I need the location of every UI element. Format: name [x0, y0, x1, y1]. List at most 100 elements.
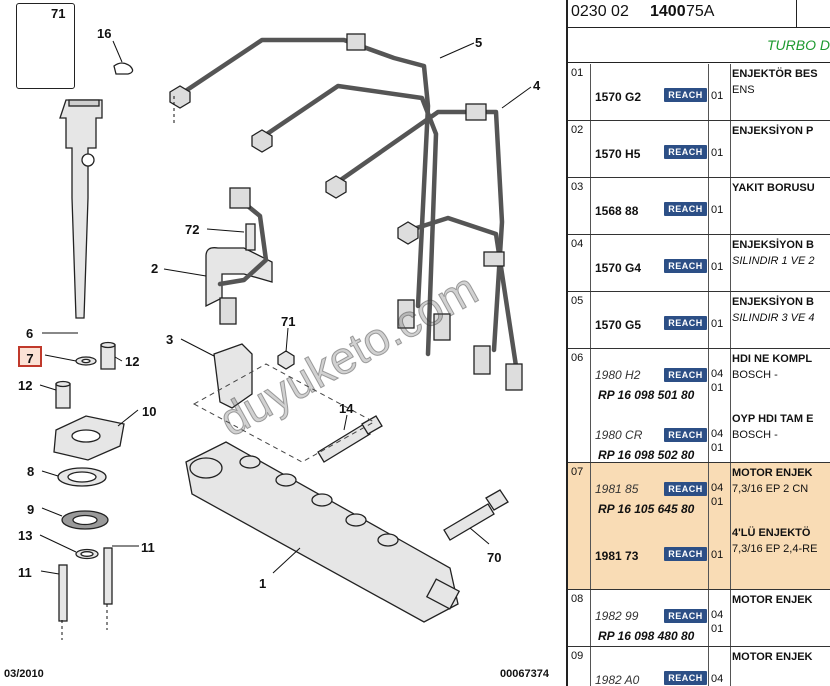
reach-badge: REACH	[664, 609, 707, 623]
callout-3[interactable]: 3	[166, 332, 173, 347]
screw-drawing-72	[245, 223, 256, 251]
group-title: TURBO D	[767, 37, 830, 53]
callout-7-selected[interactable]: 7	[18, 346, 42, 367]
part-code[interactable]: 1570 G4	[595, 261, 642, 275]
reach-badge: REACH	[664, 428, 707, 442]
description-cell: MOTOR ENJEK	[730, 590, 830, 646]
callout-9[interactable]: 9	[27, 502, 34, 517]
reach-badge: REACH	[664, 259, 707, 273]
group-title-row: TURBO D	[568, 28, 830, 63]
reference-nut-box: 71	[16, 3, 75, 89]
quantity: 01	[711, 261, 724, 273]
row-index: 09	[571, 650, 584, 662]
callout-6[interactable]: 6	[26, 326, 33, 341]
callout-5[interactable]: 5	[475, 35, 482, 50]
callout-14[interactable]: 14	[339, 401, 354, 416]
footer-date: 03/2010	[4, 668, 44, 680]
quantity: 04	[711, 609, 724, 621]
part-code[interactable]: 1980 CR	[595, 428, 643, 442]
clip-drawing-16	[113, 62, 134, 75]
part-description-detail: ENS	[732, 84, 755, 96]
callout-8[interactable]: 8	[27, 464, 34, 479]
callout-1[interactable]: 1	[259, 576, 266, 591]
part-code[interactable]: 1982 99	[595, 609, 639, 623]
reach-badge: REACH	[664, 145, 707, 159]
part-description: HDI NE KOMPL	[732, 353, 813, 365]
part-description: MOTOR ENJEK	[732, 651, 813, 663]
part-code[interactable]: 1981 85	[595, 482, 639, 496]
callout-10[interactable]: 10	[142, 404, 156, 419]
part-code[interactable]: 1570 G2	[595, 90, 642, 104]
callout-16[interactable]: 16	[97, 26, 111, 41]
part-code[interactable]: 1568 88	[595, 204, 639, 218]
fuel-rail-drawing	[185, 441, 459, 623]
callout-12-right[interactable]: 12	[125, 354, 139, 369]
quantity: 01	[711, 147, 724, 159]
row-index: 05	[571, 295, 584, 307]
callout-71[interactable]: 71	[281, 314, 295, 329]
quantity-cell: 04	[708, 647, 731, 686]
supplier-reference[interactable]: RP 16 098 501 80	[598, 388, 695, 402]
injector-drawing	[59, 99, 103, 319]
part-code[interactable]: 1982 A0	[595, 673, 640, 686]
part-code[interactable]: 1570 H5	[595, 147, 641, 161]
callout-13[interactable]: 13	[18, 528, 32, 543]
part-code[interactable]: 1570 G5	[595, 318, 642, 332]
sleeve-drawing-left	[55, 383, 71, 409]
callout-12-left[interactable]: 12	[18, 378, 32, 393]
part-description: MOTOR ENJEK	[732, 594, 813, 606]
part-code[interactable]: 1981 73	[595, 549, 639, 563]
supplier-reference[interactable]: RP 16 098 480 80	[598, 629, 695, 643]
row-index: 03	[571, 181, 584, 193]
quantity: 01	[711, 318, 724, 330]
quantity-cell: 01	[708, 121, 731, 177]
row-index-cell: 01	[568, 64, 591, 120]
part-code[interactable]: 1980 H2	[595, 368, 641, 382]
row-index-cell: 03	[568, 178, 591, 234]
quantity-secondary: 01	[711, 382, 724, 394]
part-code-cell: 1570 H5 REACH	[590, 121, 709, 177]
reach-badge: REACH	[664, 368, 707, 382]
sleeve-drawing-right	[100, 344, 116, 370]
header-divider	[796, 0, 797, 27]
pipe-drawing-3-short	[217, 195, 269, 287]
quantity-cell: 01	[708, 235, 731, 291]
callout-4[interactable]: 4	[533, 78, 541, 93]
reference-header: 0230 02 1400 75A	[568, 0, 830, 28]
part-description-detail: 7,3/16 EP 2 CN	[732, 483, 809, 495]
reach-badge: REACH	[664, 547, 707, 561]
parts-row-06[interactable]: 06 1980 H2 REACH RP 16 098 501 80 1980 CR REA…	[568, 349, 830, 463]
supplier-reference[interactable]: RP 16 105 645 80	[598, 502, 695, 516]
callout-11-right[interactable]: 11	[141, 540, 155, 555]
callout-2[interactable]: 2	[151, 261, 158, 276]
reference-part2: 1400	[650, 3, 686, 20]
row-index: 08	[571, 593, 584, 605]
supplier-reference[interactable]: RP 16 098 502 80	[598, 448, 695, 462]
row-index: 06	[571, 352, 584, 364]
callout-70[interactable]: 70	[487, 550, 501, 565]
callout-11-left[interactable]: 11	[18, 565, 32, 580]
row-index: 04	[571, 238, 584, 250]
quantity-secondary: 01	[711, 496, 724, 508]
callout-72[interactable]: 72	[185, 222, 199, 237]
description-cell: YAKIT BORUSU	[730, 178, 830, 234]
row-index-cell: 08	[568, 590, 591, 646]
clamp-drawing	[205, 247, 273, 308]
reference-part3: 75A	[686, 3, 715, 20]
row-index-cell: 05	[568, 292, 591, 348]
